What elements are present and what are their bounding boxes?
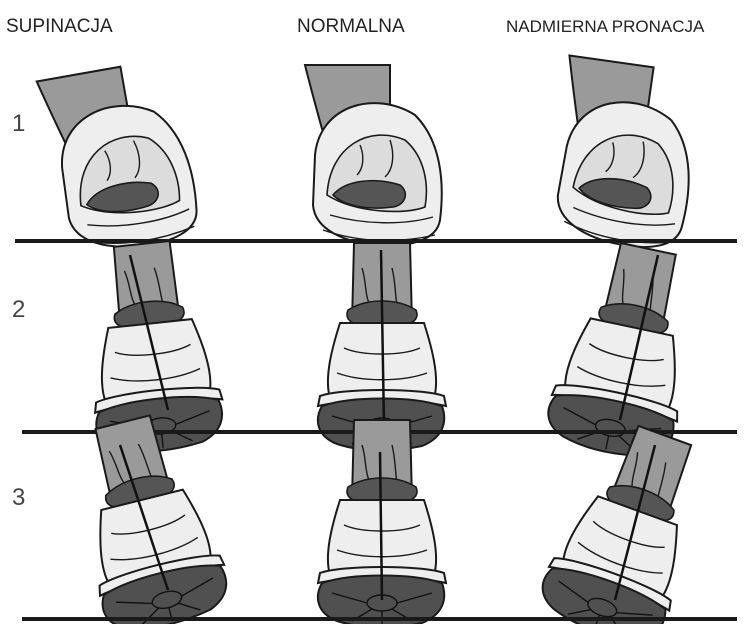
figure-r1-normal (305, 65, 442, 245)
figure-r3-normal (318, 420, 446, 624)
figure-r1-supination (37, 58, 203, 259)
figure-r1-overpronation (544, 56, 705, 254)
figure-r3-supination (60, 407, 234, 624)
